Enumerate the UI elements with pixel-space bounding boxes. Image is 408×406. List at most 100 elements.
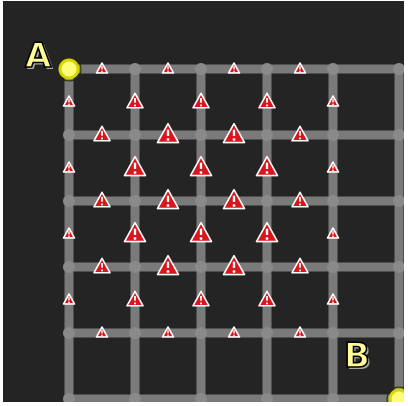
warning-mark-dot bbox=[68, 169, 70, 172]
grid-node[interactable] bbox=[129, 393, 141, 402]
warning-mark bbox=[68, 297, 70, 301]
grid-node[interactable] bbox=[195, 195, 207, 207]
grid-node[interactable] bbox=[327, 195, 339, 207]
grid-node[interactable] bbox=[261, 129, 273, 141]
warning-mark-dot bbox=[332, 235, 334, 238]
warning-mark bbox=[167, 330, 169, 334]
grid-node[interactable] bbox=[63, 129, 75, 141]
warning-mark bbox=[166, 261, 170, 268]
grid-node[interactable] bbox=[261, 327, 273, 339]
grid-node[interactable] bbox=[63, 393, 75, 402]
grid-node[interactable] bbox=[327, 393, 339, 402]
warning-mark bbox=[332, 165, 334, 169]
grid-node[interactable] bbox=[327, 129, 339, 141]
warning-mark bbox=[299, 66, 301, 70]
warning-mark-dot bbox=[232, 138, 236, 141]
grid-node[interactable] bbox=[393, 261, 404, 273]
grid-node[interactable] bbox=[327, 63, 339, 75]
warning-mark bbox=[68, 165, 70, 169]
grid-node[interactable] bbox=[63, 195, 75, 207]
warning-mark bbox=[101, 130, 103, 136]
warning-mark bbox=[101, 262, 103, 268]
grid-node[interactable] bbox=[129, 261, 141, 273]
grid-node[interactable] bbox=[261, 393, 273, 402]
grid-node[interactable] bbox=[393, 63, 404, 75]
warning-mark-dot bbox=[166, 138, 170, 141]
grid-node[interactable] bbox=[393, 327, 404, 339]
warning-mark-dot bbox=[100, 269, 104, 272]
end-point[interactable] bbox=[388, 388, 404, 402]
warning-mark bbox=[134, 295, 136, 301]
warning-mark bbox=[332, 99, 334, 103]
warning-mark bbox=[68, 99, 70, 103]
warning-mark-dot bbox=[199, 302, 203, 305]
grid-node[interactable] bbox=[195, 129, 207, 141]
warning-mark-dot bbox=[233, 70, 235, 73]
warning-mark bbox=[101, 66, 103, 70]
warning-mark bbox=[233, 66, 235, 70]
warning-mark-dot bbox=[68, 301, 70, 304]
warning-mark-dot bbox=[199, 104, 203, 107]
warning-mark-dot bbox=[68, 103, 70, 106]
grid-node[interactable] bbox=[195, 327, 207, 339]
warning-mark-dot bbox=[101, 334, 103, 337]
warning-mark bbox=[232, 261, 236, 268]
grid-node[interactable] bbox=[261, 63, 273, 75]
warning-mark-dot bbox=[298, 269, 302, 272]
grid-node[interactable] bbox=[261, 195, 273, 207]
warning-mark-dot bbox=[133, 237, 137, 240]
warning-mark-dot bbox=[332, 103, 334, 106]
warning-mark bbox=[332, 297, 334, 301]
grid-node[interactable] bbox=[393, 195, 404, 207]
warning-mark-dot bbox=[233, 334, 235, 337]
grid-node[interactable] bbox=[129, 129, 141, 141]
warning-mark-dot bbox=[199, 237, 203, 240]
warning-mark bbox=[200, 97, 202, 103]
warning-mark-dot bbox=[100, 203, 104, 206]
warning-mark bbox=[166, 129, 170, 136]
warning-mark-dot bbox=[167, 334, 169, 337]
grid-node[interactable] bbox=[327, 261, 339, 273]
warning-mark-dot bbox=[298, 137, 302, 140]
warning-mark-dot bbox=[101, 70, 103, 73]
start-point-outline bbox=[56, 56, 82, 82]
warning-mark bbox=[265, 162, 269, 169]
warning-mark-dot bbox=[265, 104, 269, 107]
warning-mark bbox=[266, 97, 268, 103]
grid-node[interactable] bbox=[129, 195, 141, 207]
grid-node[interactable] bbox=[327, 327, 339, 339]
warning-mark-dot bbox=[232, 204, 236, 207]
start-label: A bbox=[24, 36, 52, 76]
warning-mark bbox=[167, 66, 169, 70]
start-point[interactable] bbox=[58, 58, 80, 80]
warning-mark-dot bbox=[332, 169, 334, 172]
warning-mark bbox=[232, 129, 236, 136]
warning-mark bbox=[266, 295, 268, 301]
warning-mark-dot bbox=[299, 70, 301, 73]
warning-mark bbox=[133, 228, 137, 235]
warning-mark-dot bbox=[133, 171, 137, 174]
warning-mark bbox=[299, 130, 301, 136]
warning-mark-dot bbox=[100, 137, 104, 140]
warning-mark bbox=[332, 231, 334, 235]
warning-mark-dot bbox=[265, 302, 269, 305]
grid-node[interactable] bbox=[129, 327, 141, 339]
grid-node[interactable] bbox=[195, 393, 207, 402]
warning-mark-dot bbox=[199, 171, 203, 174]
warning-mark-dot bbox=[133, 302, 137, 305]
warning-mark bbox=[200, 295, 202, 301]
warning-mark bbox=[101, 330, 103, 334]
warning-mark bbox=[199, 228, 203, 235]
grid-node[interactable] bbox=[195, 261, 207, 273]
grid-node[interactable] bbox=[63, 327, 75, 339]
path-grid[interactable] bbox=[3, 1, 404, 402]
warning-mark-dot bbox=[166, 204, 170, 207]
grid-node[interactable] bbox=[129, 63, 141, 75]
grid-node[interactable] bbox=[393, 129, 404, 141]
grid-node[interactable] bbox=[63, 261, 75, 273]
warning-mark-dot bbox=[299, 334, 301, 337]
warning-mark bbox=[232, 195, 236, 202]
grid-node[interactable] bbox=[195, 63, 207, 75]
warning-mark bbox=[166, 195, 170, 202]
grid-node[interactable] bbox=[261, 261, 273, 273]
